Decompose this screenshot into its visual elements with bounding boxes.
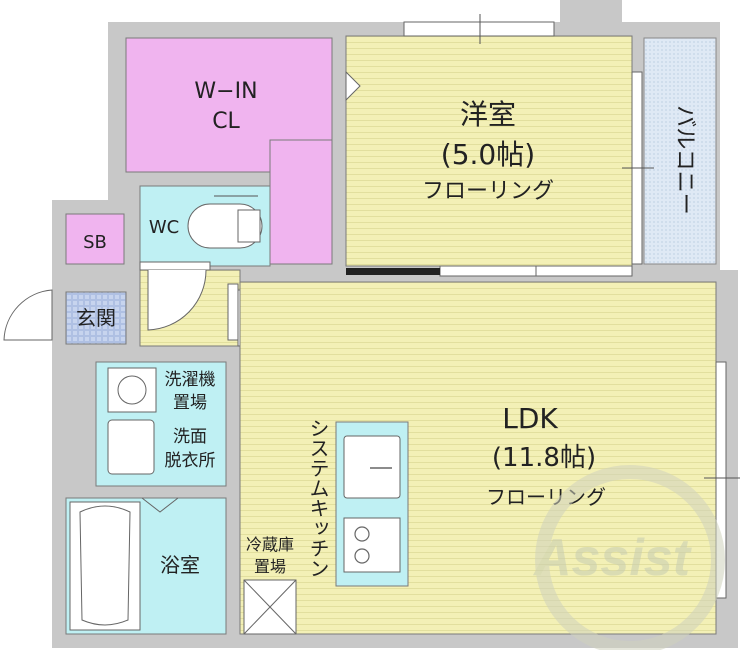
shoe-box-label: SB (83, 232, 107, 253)
washroom-label-line1: 洗面 (173, 427, 207, 447)
ldk-name: LDK (502, 402, 558, 435)
balcony: バルコニー (622, 37, 717, 265)
western-room-floor: フローリング (422, 179, 554, 204)
balcony-label: バルコニー (672, 105, 697, 215)
wc-label: WC (149, 217, 179, 238)
western-room-name: 洋室 (460, 98, 516, 131)
fridge-space: 冷蔵庫 置場 (243, 535, 297, 635)
kitchen-sink-icon (343, 435, 401, 499)
entrance: 玄関 (3, 289, 127, 345)
western-room: 洋室 (5.0帖) フローリング (345, 14, 633, 277)
hall-door-icon (147, 269, 207, 331)
ldk-size: (11.8帖) (492, 443, 596, 473)
closet-label-line1: W−IN (194, 79, 257, 104)
partition-wall (346, 268, 440, 275)
bathroom-label: 浴室 (160, 553, 200, 577)
assist-watermark-logo: Assist (532, 465, 725, 650)
kitchen: システムキッチン (306, 418, 409, 587)
fridge-label-line2: 置場 (254, 557, 286, 576)
closet-label-line2: CL (212, 109, 240, 134)
stove-icon (343, 517, 401, 573)
wc: WC (139, 185, 271, 267)
watermark-text: Assist (532, 529, 693, 587)
washroom-label-line2: 脱衣所 (165, 451, 216, 471)
entrance-door-icon (3, 289, 53, 341)
entrance-label: 玄関 (76, 306, 116, 330)
shoe-box: SB (65, 213, 125, 265)
western-room-size: (5.0帖) (441, 138, 535, 171)
walk-in-closet: W−IN CL (125, 37, 333, 265)
washer-label-line2: 置場 (173, 393, 207, 413)
washroom: 洗濯機 置場 洗面 脱衣所 (95, 361, 227, 487)
bathroom: 浴室 (65, 497, 227, 635)
washer-label-line1: 洗濯機 (165, 370, 216, 390)
window-top (403, 21, 555, 37)
fridge-label-line1: 冷蔵庫 (246, 535, 294, 554)
ldk: LDK (11.8帖) フローリング (239, 281, 740, 635)
kitchen-label: システムキッチン (306, 418, 330, 578)
sink-icon (107, 419, 155, 475)
door-swing-icon (345, 70, 361, 102)
